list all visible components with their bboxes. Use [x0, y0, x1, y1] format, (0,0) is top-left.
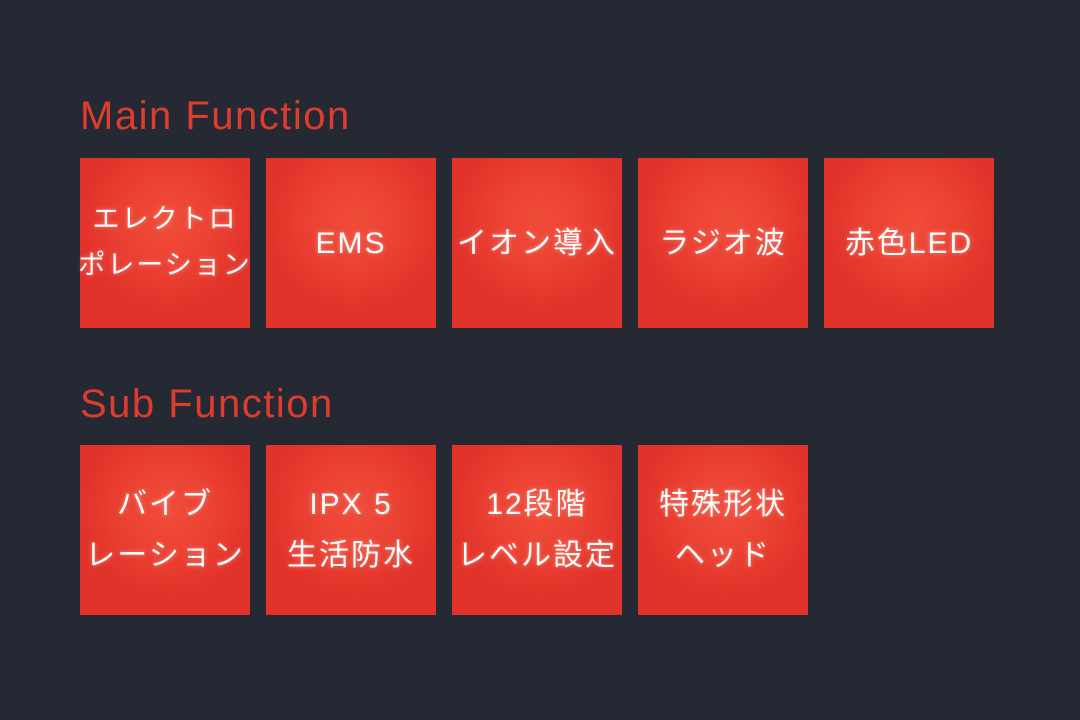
main-function-heading: Main Function [80, 94, 351, 138]
main-function-row: エレクトロ ポレーション EMS イオン導入 ラジオ波 赤色LED [78, 158, 994, 328]
feature-tile-vibration: バイブ レーション [80, 445, 250, 615]
tile-label-line: イオン導入 [457, 226, 617, 260]
feature-tile-waterproof: IPX 5 生活防水 [266, 445, 436, 615]
sub-function-row: バイブ レーション IPX 5 生活防水 12段階 レベル設定 特殊形状 ヘッド [80, 445, 808, 615]
tile-label-line: レーション [85, 539, 245, 572]
feature-tile-electroporation: エレクトロ ポレーション [78, 158, 252, 328]
feature-tile-level-setting: 12段階 レベル設定 [452, 445, 622, 615]
tile-label-line: バイブ [117, 488, 213, 521]
feature-tile-red-led: 赤色LED [824, 158, 994, 328]
feature-tile-special-head: 特殊形状 ヘッド [638, 445, 808, 615]
feature-tile-ion-introduction: イオン導入 [452, 158, 622, 328]
tile-label-line: レベル設定 [457, 539, 617, 572]
tile-label-line: 12段階 [486, 488, 588, 521]
tile-label-line: 赤色LED [844, 226, 974, 260]
tile-label-line: ポレーション [78, 250, 252, 280]
sub-function-heading: Sub Function [80, 382, 334, 426]
feature-tile-radio-wave: ラジオ波 [638, 158, 808, 328]
tile-label-line: 特殊形状 [659, 488, 787, 521]
tile-label-line: エレクトロ [92, 204, 238, 235]
tile-label-line: EMS [315, 226, 387, 260]
tile-label-line: 生活防水 [287, 539, 415, 572]
tile-label-line: IPX 5 [309, 488, 393, 521]
tile-label-line: ラジオ波 [659, 226, 787, 260]
feature-tile-ems: EMS [266, 158, 436, 328]
tile-label-line: ヘッド [675, 539, 771, 572]
